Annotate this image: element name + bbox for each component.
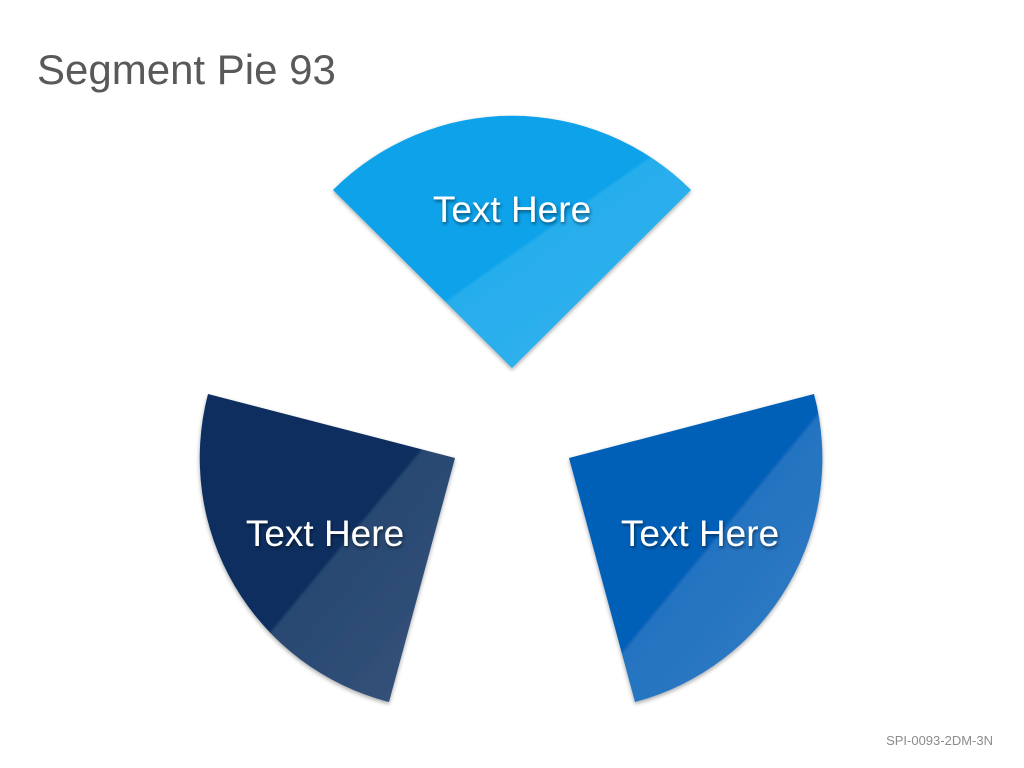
segment-bottom-left-sheen — [199, 394, 455, 702]
slide-code: SPI-0093-2DM-3N — [886, 733, 993, 748]
segment-top — [333, 115, 691, 368]
segment-bottom-right-label: Text Here — [621, 513, 779, 554]
segment-top-sheen — [333, 115, 691, 368]
segment-bottom-right-sheen — [569, 394, 823, 702]
segment-bottom-right — [569, 394, 823, 702]
slide-title: Segment Pie 93 — [37, 46, 336, 93]
segment-top-label: Text Here — [433, 189, 591, 230]
segment-bottom-left-label: Text Here — [246, 513, 404, 554]
segment-bottom-left — [199, 394, 455, 702]
